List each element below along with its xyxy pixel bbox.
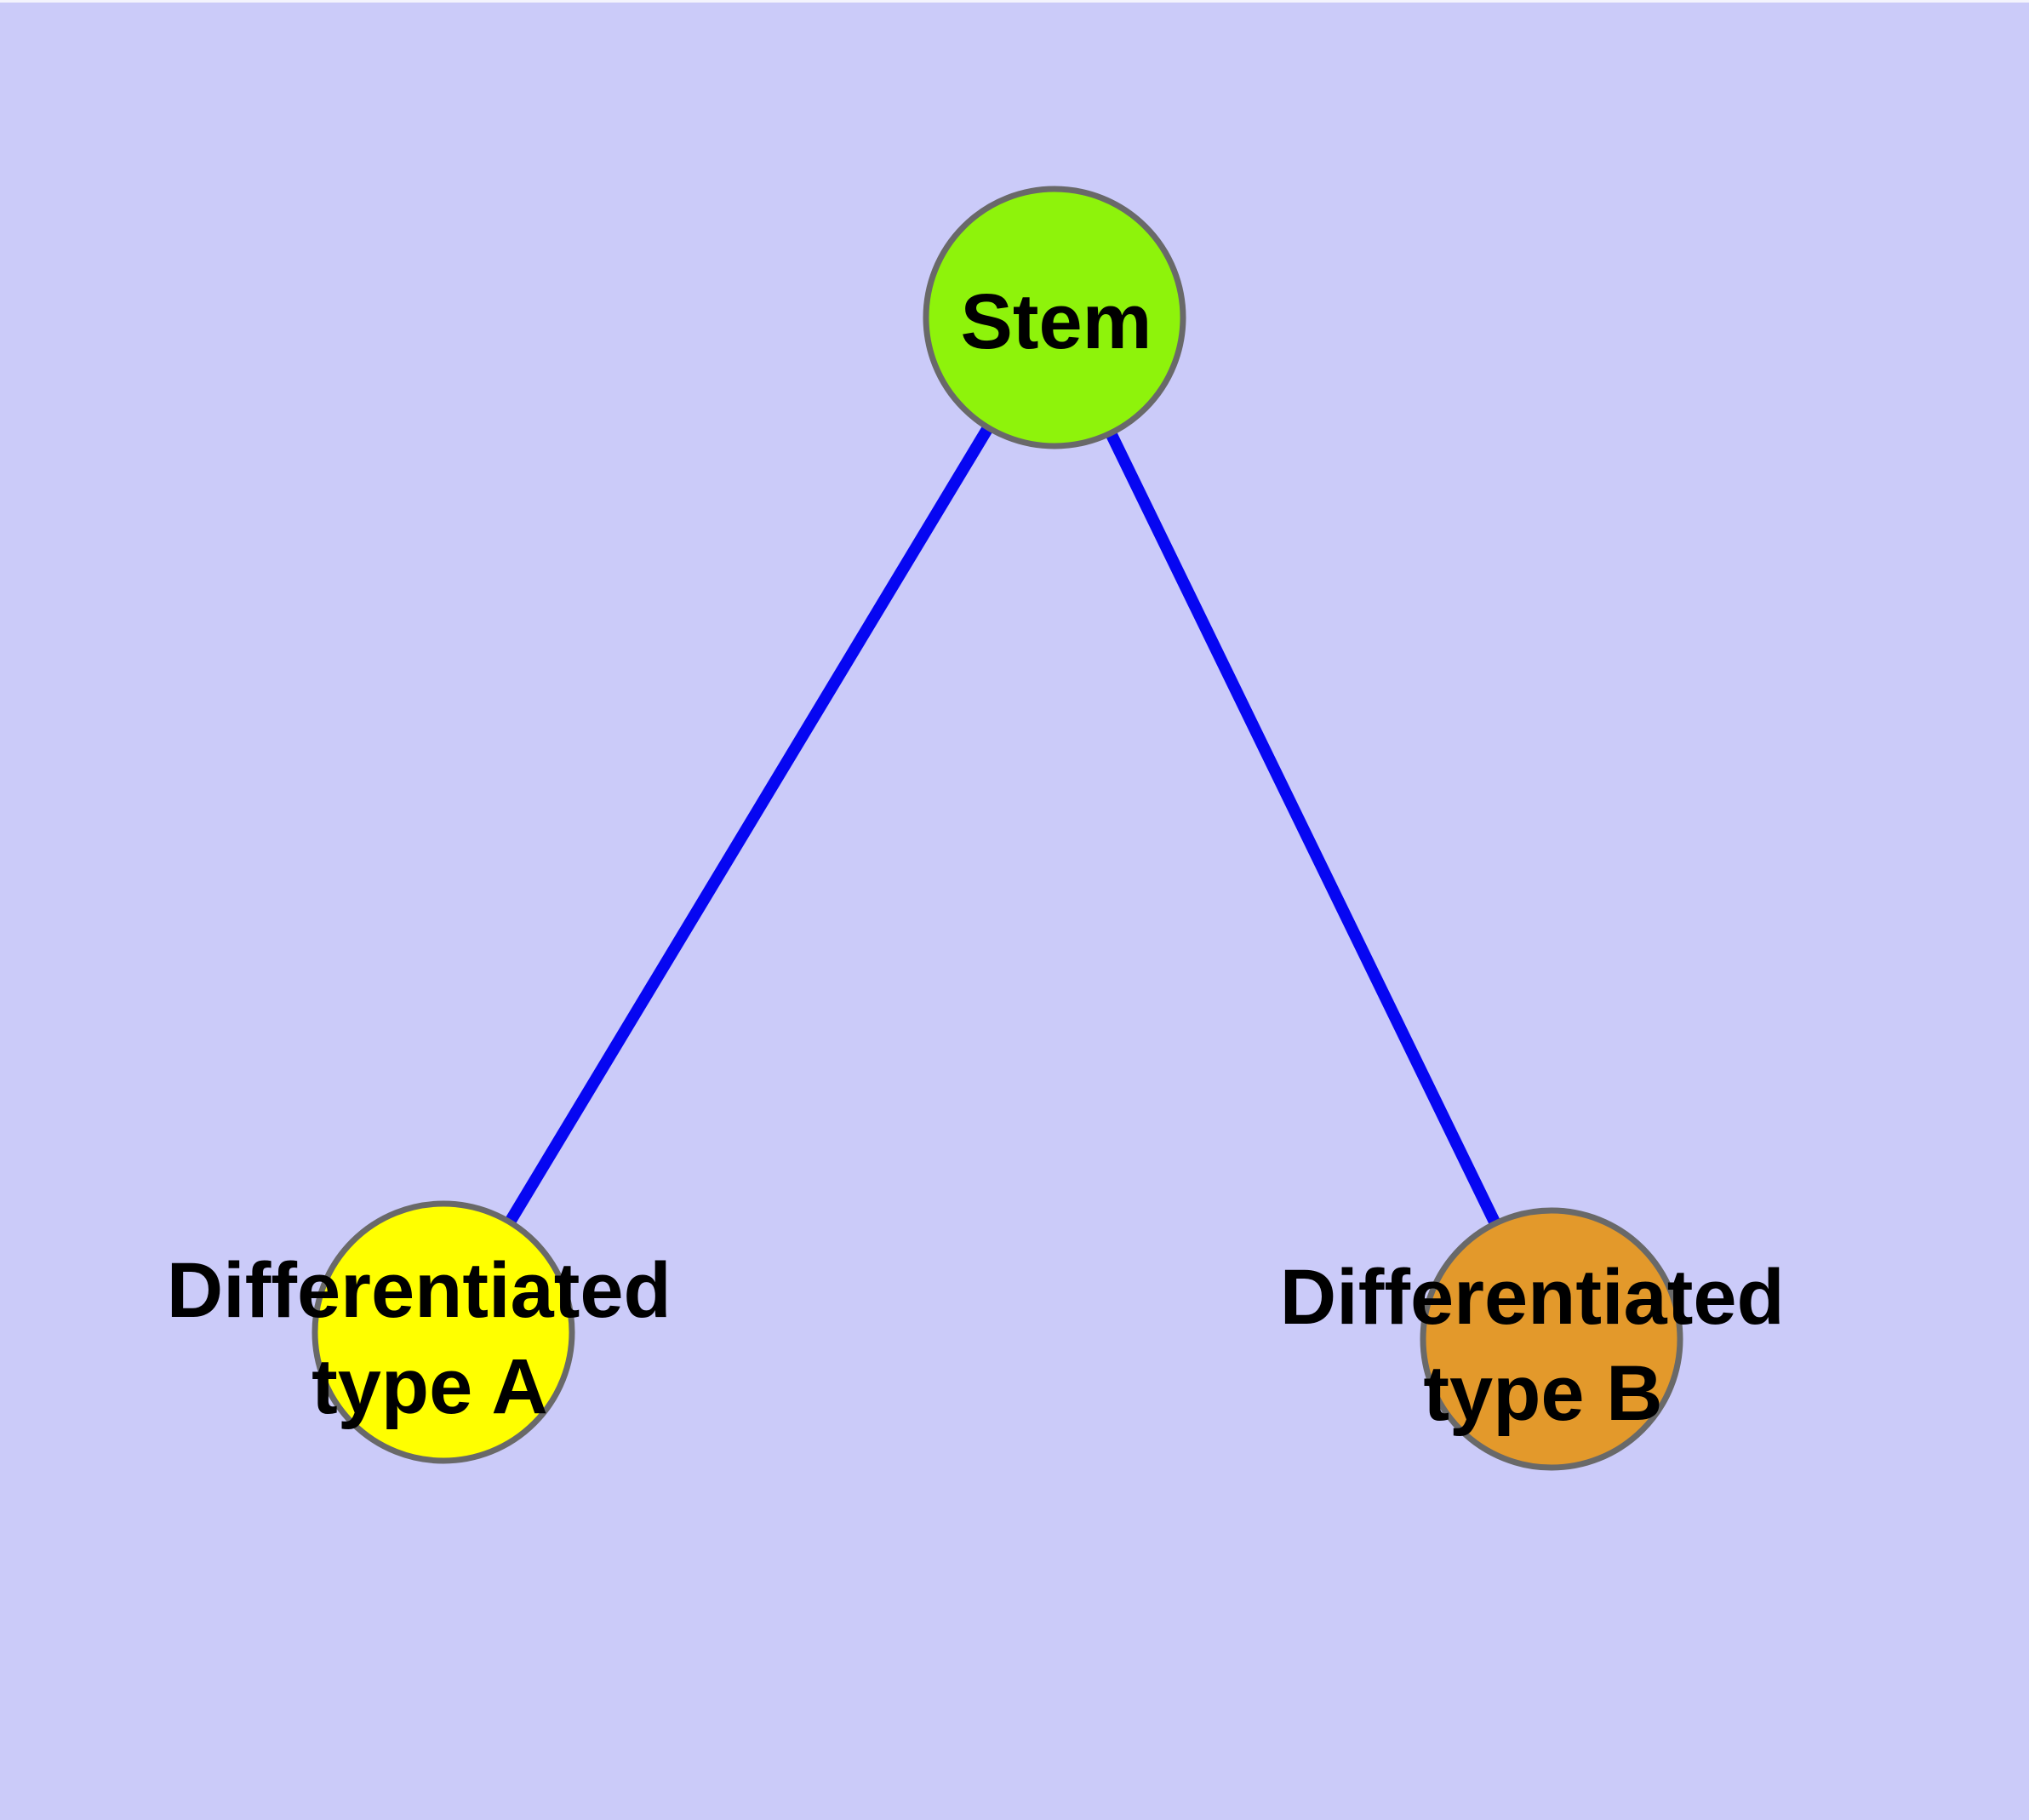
node-type-b-circle[interactable] [1420,1207,1683,1471]
node-type-a-circle[interactable] [311,1200,575,1464]
node-stem [923,186,1186,449]
node-stem-label-line: Stem [961,278,1152,365]
node-type-a [311,1200,575,1464]
node-type-b-label: Differentiated type B [1280,1254,1807,1437]
top-edge-strip [0,0,2029,3]
node-stem-circle[interactable] [923,186,1186,449]
node-type-b-label-line1: Differentiated [1280,1254,1785,1341]
node-type-b [1420,1207,1683,1471]
node-type-a-label: Differentiated type A [167,1247,694,1430]
node-type-a-label-line1: Differentiated [167,1247,672,1334]
edge-stem-to-type-b [1049,314,1557,1342]
node-stem-label: Stem [961,278,1152,365]
node-type-a-label-line2: type A [311,1343,548,1430]
node-type-b-label-line2: type B [1423,1350,1662,1437]
edge-stem-to-type-a [438,314,1060,1336]
